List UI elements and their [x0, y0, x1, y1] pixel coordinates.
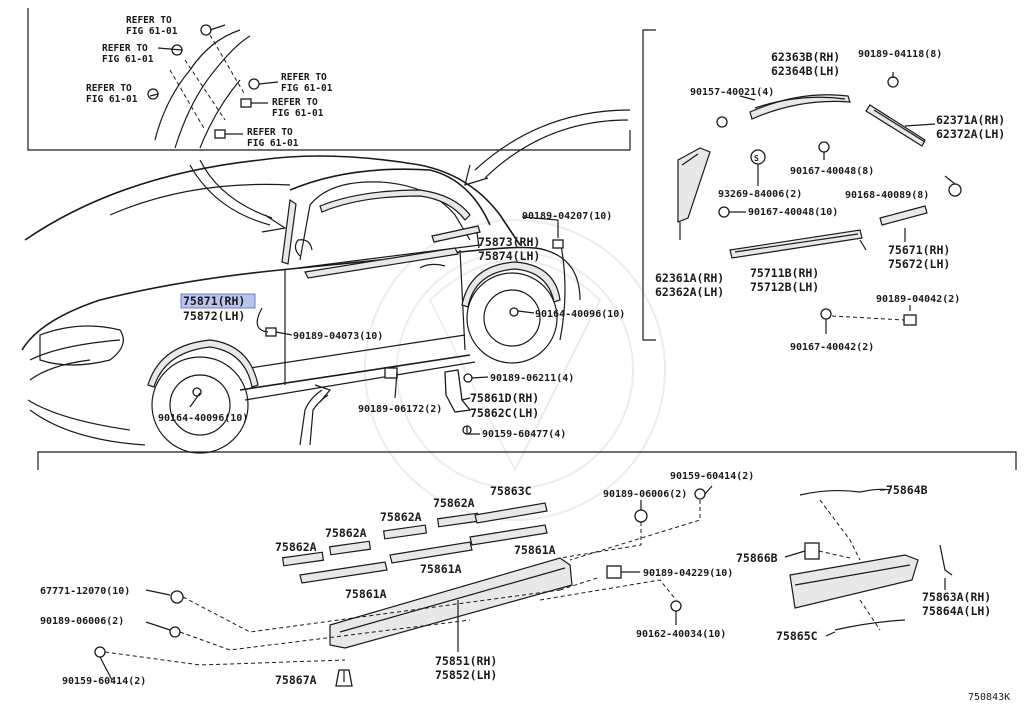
label-75864A: 75864A(LH)	[922, 604, 991, 618]
label-62364B: 62364B(LH)	[771, 64, 840, 78]
label-90162-40034: 90162-40034(10)	[636, 629, 726, 640]
label-62363B: 62363B(RH)	[771, 50, 840, 64]
label-90159-60477: 90159-60477(4)	[482, 429, 566, 440]
label-75861A-3: 75861A	[345, 587, 387, 601]
svg-text:REFER TO: REFER TO	[272, 97, 318, 108]
label-75873: 75873(RH)	[478, 235, 540, 249]
label-62362A: 62362A(LH)	[655, 285, 724, 299]
label-62371A: 62371A(RH)	[936, 113, 1005, 127]
svg-text:FIG 61-01: FIG 61-01	[281, 83, 333, 94]
label-75851: 75851(RH)	[435, 654, 497, 668]
refer-note-2: REFER TO FIG 61-01	[102, 43, 154, 65]
lower-parts	[94, 485, 953, 687]
label-75863C: 75863C	[490, 484, 532, 498]
label-75852: 75852(LH)	[435, 668, 497, 682]
label-62372A: 62372A(LH)	[936, 127, 1005, 141]
label-90167-40048-8: 90167-40048(8)	[790, 166, 874, 177]
label-93269-84006: 93269-84006(2)	[718, 189, 802, 200]
refer-note-5: REFER TO FIG 61-01	[272, 97, 324, 119]
label-90189-06211: 90189-06211(4)	[490, 373, 574, 384]
label-75866B: 75866B	[736, 551, 778, 565]
label-75861A-1: 75861A	[514, 543, 556, 557]
label-75863A: 75863A(RH)	[922, 590, 991, 604]
label-90159-60414-top: 90159-60414(2)	[670, 471, 754, 482]
upper-right-labels: 62363B(RH) 62364B(LH) 90189-04118(8) 901…	[655, 49, 1005, 353]
label-90189-06172: 90189-06172(2)	[358, 404, 442, 415]
label-90159-60414-bottom: 90159-60414(2)	[62, 676, 146, 687]
refer-note-1: REFER TO FIG 61-01	[126, 15, 178, 37]
label-90189-04229: 90189-04229(10)	[643, 568, 733, 579]
label-75861A-2: 75861A	[420, 562, 462, 576]
svg-text:REFER TO: REFER TO	[126, 15, 172, 26]
label-75671: 75671(RH)	[888, 243, 950, 257]
label-75672: 75672(LH)	[888, 257, 950, 271]
lower-labels: 75863C 75862A 75862A 75862A 75862A 75861…	[40, 471, 991, 687]
label-67771-12070: 67771-12070(10)	[40, 586, 130, 597]
svg-text:S: S	[754, 154, 759, 163]
svg-text:FIG 61-01: FIG 61-01	[272, 108, 324, 119]
label-75862A-4: 75862A	[275, 540, 317, 554]
refer-note-3: REFER TO FIG 61-01	[281, 72, 333, 94]
label-75712B: 75712B(LH)	[750, 280, 819, 294]
label-75871[interactable]: 75871(RH)	[183, 294, 245, 308]
label-90168-40089: 90168-40089(8)	[845, 190, 929, 201]
label-90167-40048-10: 90167-40048(10)	[748, 207, 838, 218]
label-90189-04118: 90189-04118(8)	[858, 49, 942, 60]
car-body-drawing	[21, 109, 631, 454]
label-90189-04073: 90189-04073(10)	[293, 331, 383, 342]
svg-text:REFER TO: REFER TO	[247, 127, 293, 138]
svg-text:FIG 61-01: FIG 61-01	[126, 26, 178, 37]
section-frames	[27, 8, 1017, 470]
label-90164-40096-rear: 90164-40096(10)	[535, 309, 625, 320]
svg-text:REFER TO: REFER TO	[86, 83, 132, 94]
label-90189-06006-top: 90189-06006(2)	[603, 489, 687, 500]
label-75865C: 75865C	[776, 629, 818, 643]
svg-text:FIG 61-01: FIG 61-01	[86, 94, 138, 105]
upper-left-labels: 90189-04207(10) 75873(RH) 75874(LH) 7587…	[158, 211, 625, 440]
roof-detail-inset	[147, 24, 279, 149]
svg-text:REFER TO: REFER TO	[281, 72, 327, 83]
label-75711B: 75711B(RH)	[750, 266, 819, 280]
label-90164-40096-front: 90164-40096(10)	[158, 413, 248, 424]
svg-text:REFER TO: REFER TO	[102, 43, 148, 54]
label-90157-40021: 90157-40021(4)	[690, 87, 774, 98]
label-90189-06006-bottom: 90189-06006(2)	[40, 616, 124, 627]
label-75864B: 75864B	[886, 483, 928, 497]
label-75872: 75872(LH)	[183, 309, 245, 323]
highlight-75871	[180, 293, 256, 309]
label-90189-04042: 90189-04042(2)	[876, 294, 960, 305]
svg-text:FIG 61-01: FIG 61-01	[247, 138, 299, 149]
label-75862A-3: 75862A	[325, 526, 367, 540]
label-90189-04207: 90189-04207(10)	[522, 211, 612, 222]
label-62361A: 62361A(RH)	[655, 271, 724, 285]
label-75861D: 75861D(RH)	[470, 391, 539, 405]
upper-right-parts: S	[677, 72, 962, 334]
label-90167-40042: 90167-40042(2)	[790, 342, 874, 353]
svg-text:FIG 61-01: FIG 61-01	[102, 54, 154, 65]
label-75862A-2: 75862A	[380, 510, 422, 524]
refer-note-6: REFER TO FIG 61-01	[247, 127, 299, 149]
watermark-emblem	[364, 219, 666, 521]
label-75862C: 75862C(LH)	[470, 406, 539, 420]
label-75867A: 75867A	[275, 673, 317, 687]
diagram-code: 750843K	[968, 692, 1010, 703]
label-75874: 75874(LH)	[478, 249, 540, 263]
refer-note-4: REFER TO FIG 61-01	[86, 83, 138, 105]
label-75862A-1: 75862A	[433, 496, 475, 510]
